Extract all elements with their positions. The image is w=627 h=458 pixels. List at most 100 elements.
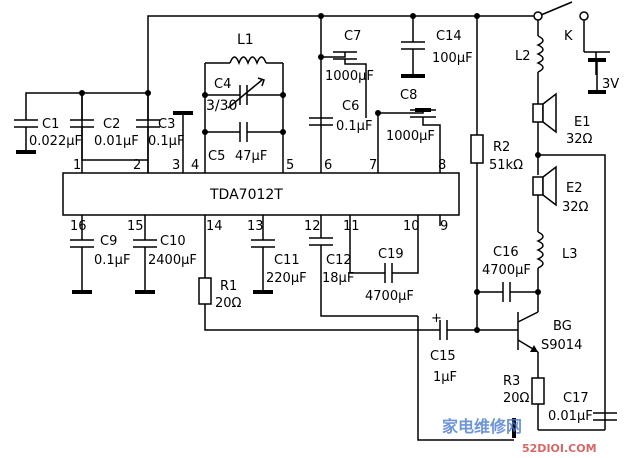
c1-ref: C1 <box>42 117 59 132</box>
speaker-e1: E1 32Ω <box>532 92 593 147</box>
trimmer-capacitor-c4: C4 3/30 <box>205 77 283 114</box>
c11-ref: C11 <box>274 253 300 268</box>
c4-value: 3/30 <box>206 98 237 114</box>
c16-ref: C16 <box>493 245 519 260</box>
c5-ref: C5 <box>208 149 225 164</box>
c3-value: 0.1μF <box>148 134 184 149</box>
c17-value: 0.01μF <box>548 409 593 424</box>
pin-12-label: 12 <box>304 219 321 234</box>
capacitor-c1: C1 0.022μF <box>14 117 82 154</box>
e1-value: 32Ω <box>566 132 593 147</box>
ic-body <box>62 172 460 216</box>
pin-15-label: 15 <box>127 219 144 234</box>
c7-value: 1000μF <box>325 69 374 84</box>
c11-value: 220μF <box>266 271 307 286</box>
k-ref: K <box>564 29 573 44</box>
c8-value: 1000μF <box>386 129 435 144</box>
c3-ref: C3 <box>158 117 175 132</box>
pin-7-label: 7 <box>369 158 377 173</box>
c10-value: 2400μF <box>148 253 197 268</box>
capacitor-c17: C17 0.01μF <box>548 391 617 430</box>
e1-ref: E1 <box>574 115 591 130</box>
r2-value: 51kΩ <box>489 158 523 173</box>
c7-ref: C7 <box>344 29 361 44</box>
battery-3v: 3V <box>583 20 619 94</box>
l3-ref: L3 <box>562 247 578 262</box>
l2-ref: L2 <box>515 49 531 64</box>
r3-value: 20Ω <box>503 391 530 406</box>
c14-ref: C14 <box>436 29 462 44</box>
watermark-text: 家电维修网 <box>442 417 522 436</box>
r2-ref: R2 <box>493 140 510 155</box>
e2-value: 32Ω <box>562 200 589 215</box>
c15-ref: C15 <box>430 349 456 364</box>
pin-9-label: 9 <box>440 219 448 234</box>
capacitor-c14: C14 100μF <box>401 16 473 78</box>
ic-name: TDA7012T <box>209 187 283 203</box>
c12-value: 18μF <box>322 271 354 286</box>
capacitor-c19: C19 4700μF <box>349 215 419 304</box>
watermark: 家电维修网 52DIOI.COM <box>442 417 597 455</box>
bg-value: S9014 <box>541 338 582 353</box>
resistor-r3: R3 20Ω <box>503 374 545 406</box>
capacitor-c2: C2 0.01μF <box>70 92 148 161</box>
inductor-l1: L1 <box>229 32 267 66</box>
c16-value: 4700μF <box>482 263 531 278</box>
c14-value: 100μF <box>432 51 473 66</box>
capacitor-c10: C10 2400μF <box>133 215 197 294</box>
pin-4-label: 4 <box>191 158 199 173</box>
capacitor-c8: C8 1000μF <box>386 88 441 173</box>
c6-ref: C6 <box>342 99 359 114</box>
battery-value: 3V <box>602 77 619 92</box>
c5-value: 47μF <box>235 149 267 164</box>
pin-13-label: 13 <box>247 219 264 234</box>
c15-polarity: + <box>431 311 442 326</box>
speaker-e2: E2 32Ω <box>532 165 589 215</box>
r1-value: 20Ω <box>215 296 242 311</box>
pin-6-label: 6 <box>324 158 332 173</box>
c8-ref: C8 <box>400 88 417 103</box>
capacitor-c16: C16 4700μF <box>477 245 538 302</box>
pin-1-label: 1 <box>73 158 81 173</box>
inductor-l3: L3 <box>536 231 578 269</box>
c6-value: 0.1μF <box>336 119 372 134</box>
capacitor-c11: C11 220μF <box>251 215 307 294</box>
pin-5-label: 5 <box>286 158 294 173</box>
pin-8-label: 8 <box>438 158 446 173</box>
resistor-r1: R1 20Ω <box>198 215 440 331</box>
capacitor-c15: + C15 1μF <box>430 311 477 385</box>
capacitor-c9: C9 0.1μF <box>70 215 130 294</box>
pin-2-label: 2 <box>133 158 141 173</box>
c2-value: 0.01μF <box>94 134 139 149</box>
r1-ref: R1 <box>220 279 237 294</box>
pin-14-label: 14 <box>206 219 223 234</box>
c1-value: 0.022μF <box>29 134 82 149</box>
c4-ref: C4 <box>214 77 231 92</box>
c17-ref: C17 <box>563 391 589 406</box>
c9-value: 0.1μF <box>94 253 130 268</box>
c10-ref: C10 <box>160 234 186 249</box>
c19-ref: C19 <box>378 247 404 262</box>
capacitor-c3: C3 0.1μF <box>136 93 193 173</box>
pin-11-label: 11 <box>343 219 360 234</box>
c19-value: 4700μF <box>365 289 414 304</box>
capacitor-c7: C7 1000μF <box>321 29 374 118</box>
transistor-bg: BG S9014 <box>477 311 582 353</box>
pin-3-label: 3 <box>172 158 180 173</box>
capacitor-c5: C5 47μF <box>205 122 283 164</box>
r3-ref: R3 <box>503 374 520 389</box>
c12-ref: C12 <box>326 253 352 268</box>
capacitor-c12: C12 18μF <box>309 215 418 317</box>
e2-ref: E2 <box>566 181 583 196</box>
pin-16-label: 16 <box>70 219 87 234</box>
l1-ref: L1 <box>237 32 254 48</box>
c15-value: 1μF <box>433 370 457 385</box>
inductor-l2: L2 <box>515 35 544 73</box>
c2-ref: C2 <box>103 117 120 132</box>
bg-ref: BG <box>553 319 572 334</box>
watermark-url: 52DIOI.COM <box>522 442 597 455</box>
c9-ref: C9 <box>100 234 117 249</box>
resistor-r2: R2 51kΩ <box>470 134 523 173</box>
pin-10-label: 10 <box>403 219 420 234</box>
